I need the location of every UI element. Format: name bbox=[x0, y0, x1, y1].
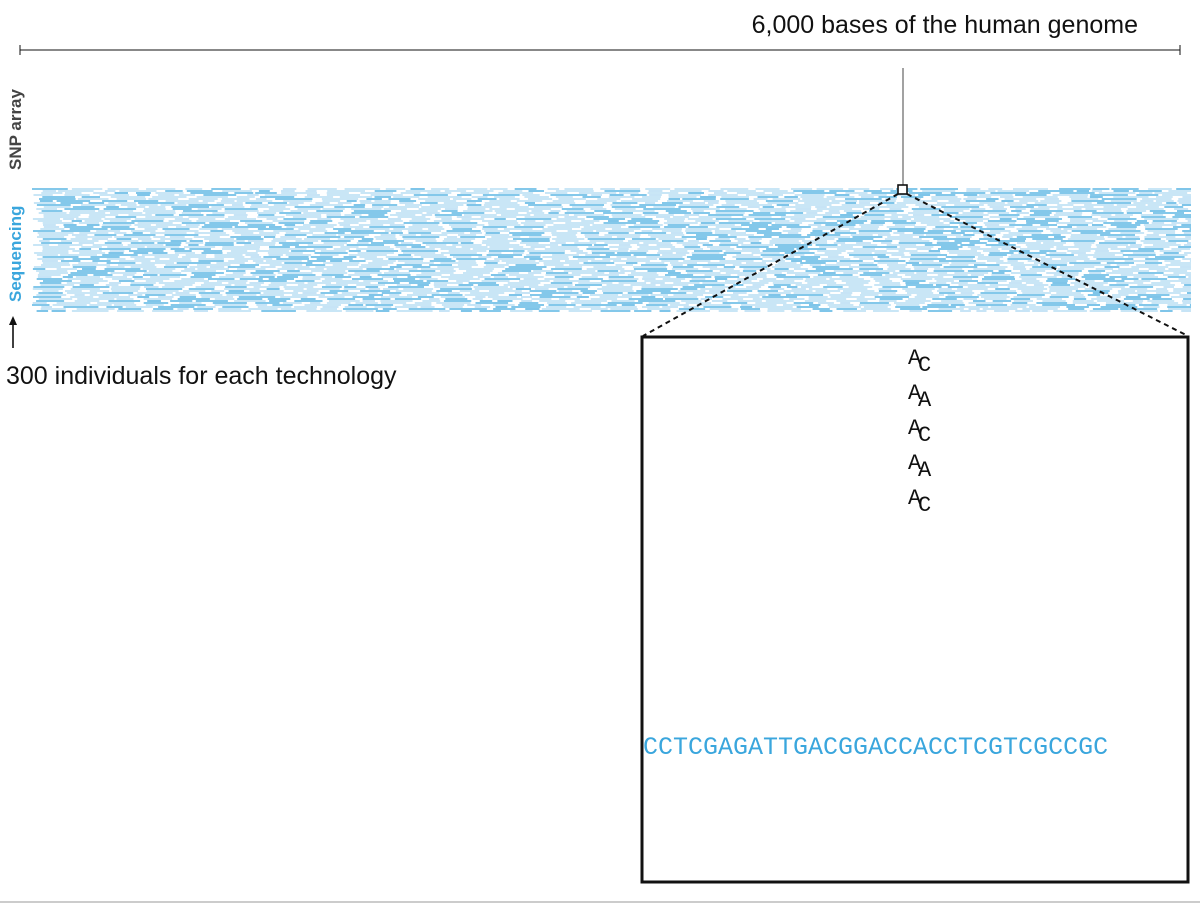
zoom-connector-right bbox=[906, 193, 1189, 337]
scale-label: 6,000 bases of the human genome bbox=[752, 11, 1138, 39]
allele-second: C bbox=[918, 493, 931, 518]
zoom-box bbox=[640, 335, 1190, 884]
allele-second: A bbox=[918, 388, 932, 413]
allele-first: A bbox=[908, 451, 922, 476]
allele-pair: AC bbox=[908, 486, 931, 518]
scale-bar: 6,000 bases of the human genome bbox=[19, 11, 1181, 55]
individuals-label: 300 individuals for each technology bbox=[6, 362, 397, 390]
up-arrow-head-icon bbox=[9, 316, 17, 325]
individuals-annotation: 300 individuals for each technology bbox=[6, 316, 397, 390]
allele-second: A bbox=[918, 458, 932, 483]
allele-pair: AC bbox=[908, 416, 931, 448]
locus-highlight-box bbox=[897, 184, 908, 195]
allele-first: A bbox=[908, 346, 922, 371]
reference-sequence: CCTCGAGATTGACGGACCACCTCGTCGCCGC bbox=[643, 733, 1108, 762]
allele-second: C bbox=[918, 423, 931, 448]
allele-pair: AC bbox=[908, 346, 931, 378]
allele-first: A bbox=[908, 486, 922, 511]
zoom-connector-left bbox=[642, 193, 899, 337]
snp-array-label: SNP array bbox=[6, 88, 25, 170]
allele-first: A bbox=[908, 416, 922, 441]
allele-first: A bbox=[908, 381, 922, 406]
allele-second: C bbox=[918, 353, 931, 378]
allele-pair: AA bbox=[908, 381, 932, 413]
allele-pair: AA bbox=[908, 451, 932, 483]
sequencing-reads bbox=[32, 188, 1191, 312]
sequencing-label: Sequencing bbox=[6, 206, 25, 302]
